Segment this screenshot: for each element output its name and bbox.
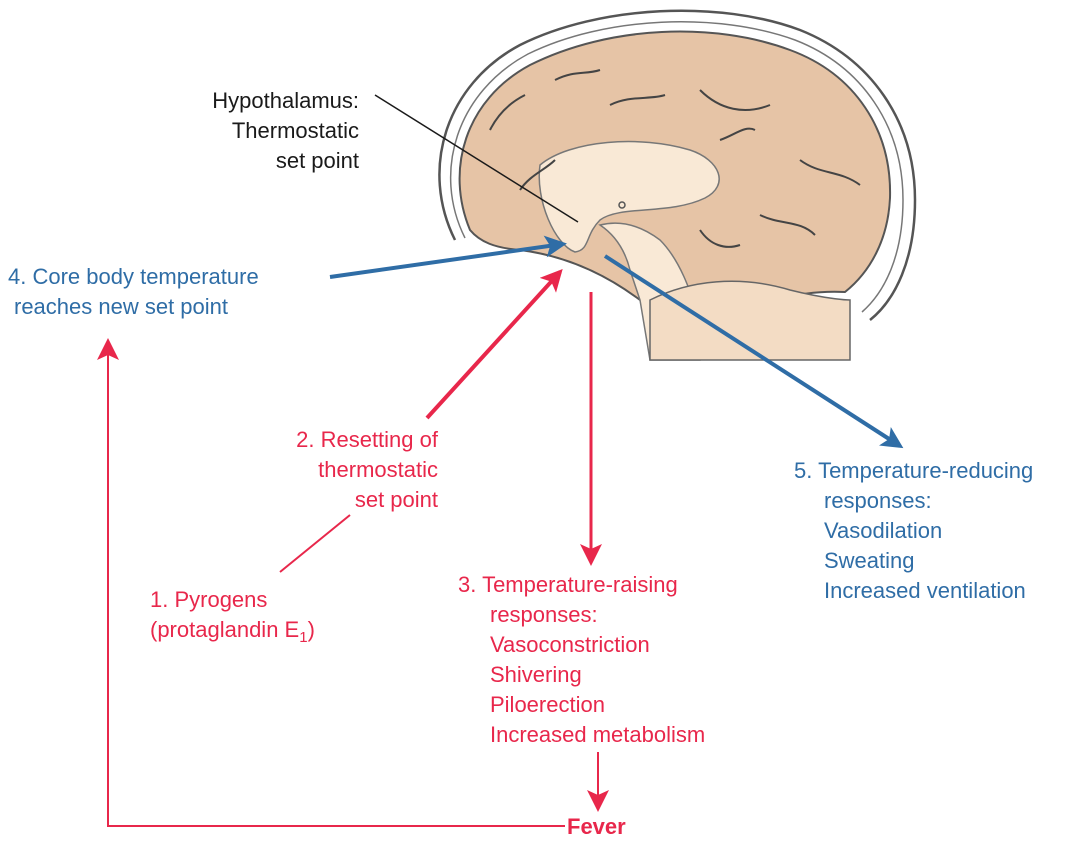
raising-label-line: Shivering xyxy=(458,660,705,690)
pyrogens-label-line: (protaglandin E1) xyxy=(150,615,315,645)
raising-label-line: Increased metabolism xyxy=(458,720,705,750)
raising-label-line: responses: xyxy=(458,600,705,630)
resetting-label-line: 2. Resetting of xyxy=(296,425,438,455)
fever-label-text: Fever xyxy=(567,814,626,839)
core-temperature-label-line: reaches new set point xyxy=(8,292,259,322)
reducing-label-line: Increased ventilation xyxy=(794,576,1033,606)
reducing-responses-label: 5. Temperature-reducing responses: Vasod… xyxy=(794,456,1033,606)
resetting-label-line: thermostatic xyxy=(296,455,438,485)
hypothalamus-label-line: Thermostatic xyxy=(212,116,359,146)
raising-label-line: Vasoconstriction xyxy=(458,630,705,660)
resetting-arrow xyxy=(427,272,560,418)
raising-label-line: Piloerection xyxy=(458,690,705,720)
hypothalamus-label-line: set point xyxy=(212,146,359,176)
reducing-label-line: responses: xyxy=(794,486,1033,516)
core-temperature-arrow xyxy=(330,244,563,277)
hypothalamus-label: Hypothalamus: Thermostatic set point xyxy=(212,86,359,176)
reducing-label-line: 5. Temperature-reducing xyxy=(794,456,1033,486)
raising-label-line: 3. Temperature-raising xyxy=(458,570,705,600)
pyrogens-label-line: 1. Pyrogens xyxy=(150,585,315,615)
reducing-label-line: Sweating xyxy=(794,546,1033,576)
pyrogens-label-text: (protaglandin E xyxy=(150,617,299,642)
pyrogens-connector-line xyxy=(280,515,350,572)
pyrogens-label-subscript: 1 xyxy=(299,629,307,646)
core-temperature-label: 4. Core body temperature reaches new set… xyxy=(8,262,259,322)
core-temperature-label-line: 4. Core body temperature xyxy=(8,262,259,292)
resetting-label-line: set point xyxy=(296,485,438,515)
hypothalamus-label-line: Hypothalamus: xyxy=(212,86,359,116)
reducing-label-line: Vasodilation xyxy=(794,516,1033,546)
pyrogens-label: 1. Pyrogens (protaglandin E1) xyxy=(150,585,315,645)
resetting-label: 2. Resetting of thermostatic set point xyxy=(296,425,438,515)
brain-illustration xyxy=(439,11,915,360)
raising-responses-label: 3. Temperature-raising responses: Vasoco… xyxy=(458,570,705,750)
fever-label: Fever xyxy=(567,812,626,842)
pyrogens-label-close: ) xyxy=(308,617,315,642)
